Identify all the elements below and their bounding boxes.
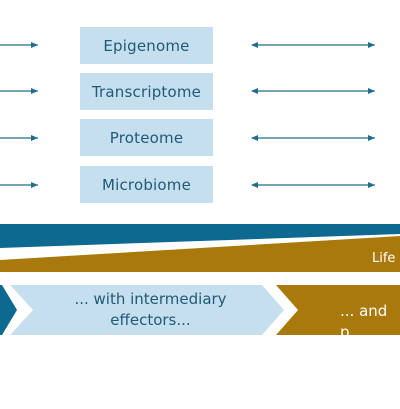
gold-band bbox=[0, 236, 400, 272]
epigenome-label: Epigenome bbox=[103, 36, 190, 55]
intermediary-effectors-label: ... with intermediary effectors... bbox=[74, 290, 227, 329]
proteome-box: Proteome bbox=[80, 119, 213, 156]
proteome-label: Proteome bbox=[109, 128, 184, 147]
epigenome-box: Epigenome bbox=[80, 27, 213, 64]
microbiome-box: Microbiome bbox=[80, 166, 213, 203]
right-chevron bbox=[276, 285, 400, 335]
microbiome-label: Microbiome bbox=[101, 175, 192, 194]
middle-chevron bbox=[10, 285, 284, 335]
and-p-label: ... and p bbox=[340, 302, 388, 341]
transcriptome-box: Transcriptome bbox=[80, 73, 213, 110]
left-chevron bbox=[0, 285, 17, 335]
transcriptome-label: Transcriptome bbox=[91, 82, 202, 101]
lifestyle-label: Life bbox=[372, 251, 396, 266]
blue-band bbox=[0, 224, 400, 248]
